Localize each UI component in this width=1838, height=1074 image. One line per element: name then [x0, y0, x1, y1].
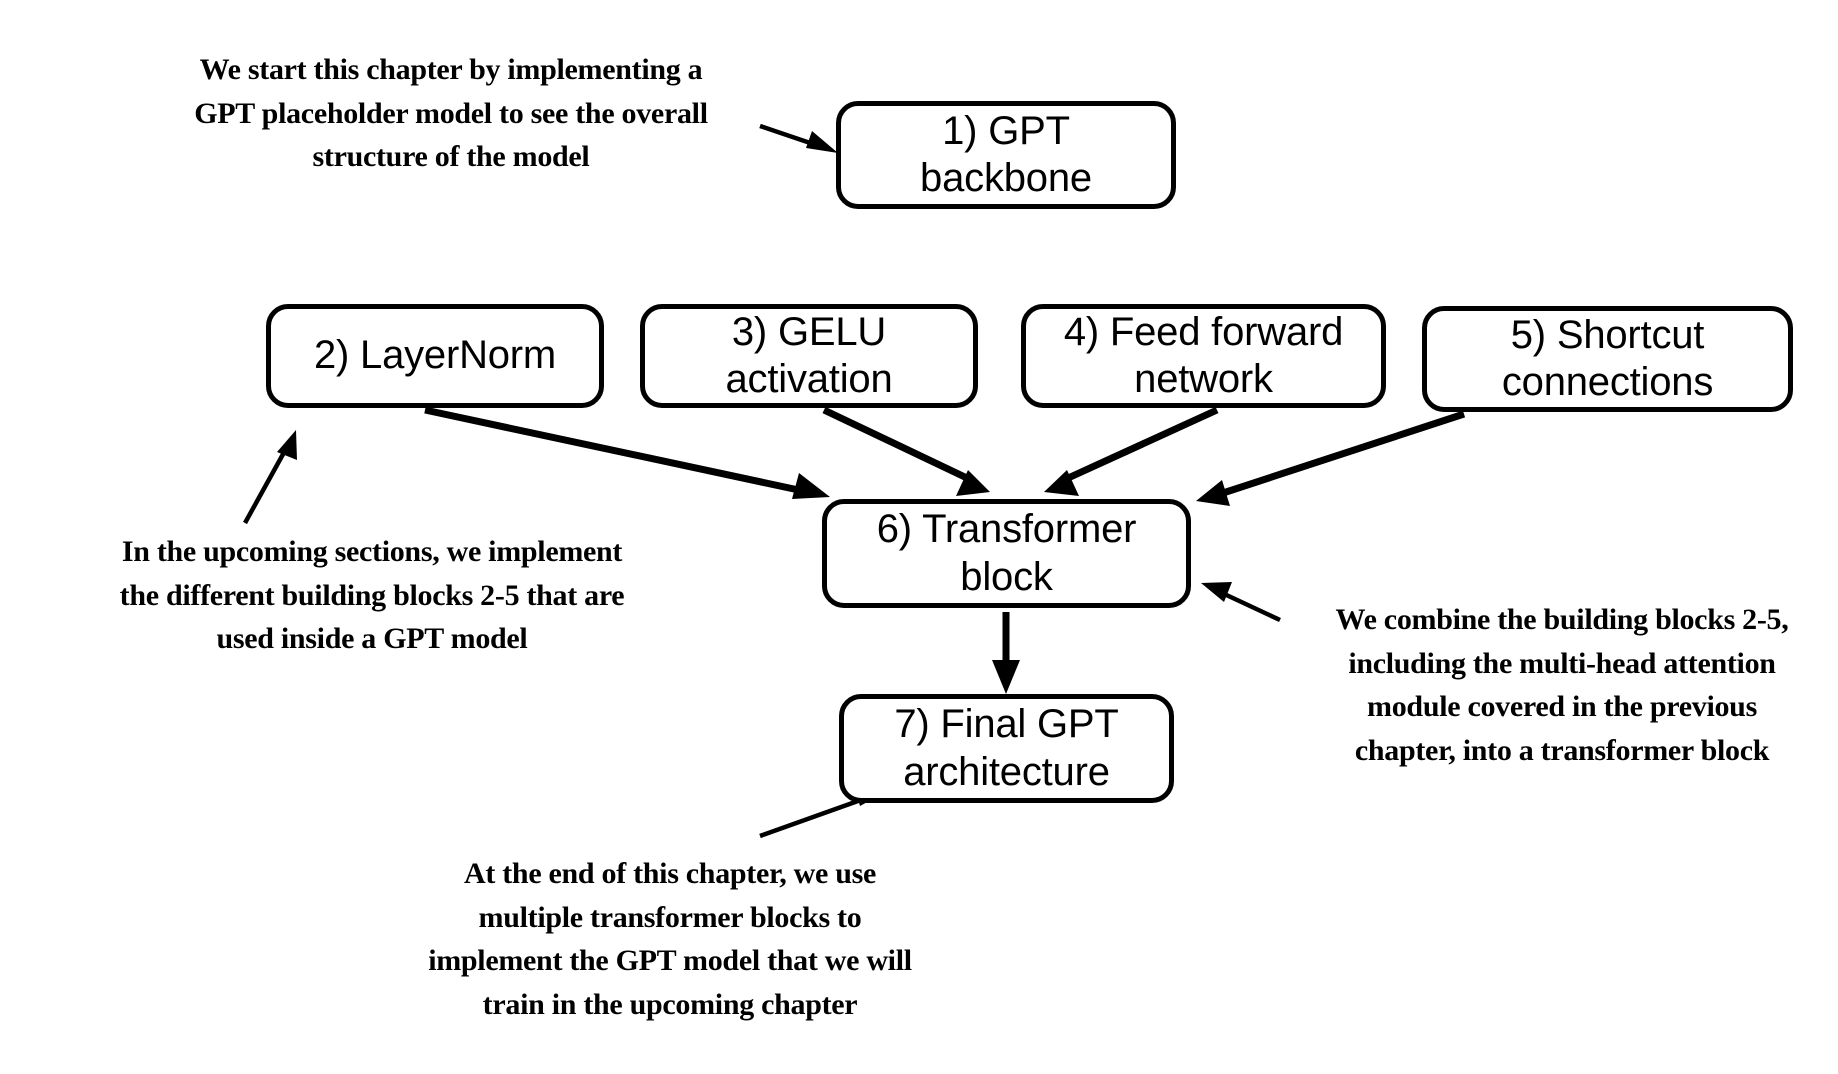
annotation-intro-line2: GPT placeholder model to see the overall [194, 96, 708, 130]
node-shortcut-line1: 5) Shortcut [1510, 312, 1705, 357]
annotation-combine-line3: module covered in the previous [1367, 690, 1757, 723]
node-transformer-line2: block [960, 554, 1053, 599]
annotation-end-line3: implement the GPT model that we will [428, 944, 912, 977]
annotation-combine-line1: We combine the building blocks 2-5, [1335, 603, 1789, 636]
arrow-transformer-to-final-gpt [992, 612, 1020, 694]
annotation-end-line4: train in the upcoming chapter [482, 987, 858, 1021]
node-gelu-activation[interactable]: 3) GELU activation [640, 304, 978, 408]
annotation-intro-line3: structure of the model [312, 140, 590, 173]
node-gpt-backbone-line2: backbone [920, 156, 1092, 200]
annotation-end-line1: At the end of this chapter, we use [463, 857, 876, 890]
node-feedforward-line1: 4) Feed forward [1063, 309, 1344, 354]
arrow-combine-note-to-transformer [1201, 582, 1281, 623]
node-layernorm[interactable]: 2) LayerNorm [266, 304, 604, 408]
node-shortcut-connections[interactable]: 5) Shortcut connections [1422, 306, 1793, 412]
arrow-layernorm-to-transformer [424, 406, 830, 499]
arrow-feedforward-to-transformer [1044, 406, 1219, 496]
node-shortcut-line2: connections [1501, 360, 1714, 404]
node-gpt-backbone[interactable]: 1) GPT backbone [836, 101, 1176, 209]
node-transformer-block[interactable]: 6) Transformer block [822, 499, 1191, 608]
arrow-blocks-note-to-layernorm [243, 430, 297, 525]
annotation-blocks-line2: the different building blocks 2-5 that a… [119, 578, 625, 612]
annotation-combine-line4: chapter, into a transformer block [1354, 733, 1770, 767]
annotation-intro: We start this chapter by implementing a … [146, 48, 756, 179]
annotation-combine-blocks: We combine the building blocks 2-5, incl… [1288, 598, 1836, 772]
annotation-combine-line2: including the multi-head attention [1348, 646, 1776, 680]
node-feed-forward-network[interactable]: 4) Feed forward network [1021, 304, 1386, 408]
annotation-building-blocks: In the upcoming sections, we implement t… [72, 530, 672, 661]
node-layernorm-line1: 2) LayerNorm [313, 333, 557, 378]
node-transformer-line1: 6) Transformer [876, 507, 1137, 552]
annotation-chapter-end: At the end of this chapter, we use multi… [380, 852, 960, 1026]
annotation-blocks-line3: used inside a GPT model [216, 622, 528, 655]
node-gelu-line1: 3) GELU [731, 309, 887, 354]
arrow-shortcut-to-transformer [1196, 410, 1466, 506]
node-feedforward-line2: network [1134, 357, 1273, 401]
node-gpt-backbone-line1: 1) GPT [942, 108, 1070, 153]
annotation-end-line2: multiple transformer blocks to [478, 900, 862, 934]
node-final-gpt-architecture[interactable]: 7) Final GPT architecture [839, 694, 1174, 803]
node-gelu-line2: activation [725, 357, 893, 401]
annotation-intro-line1: We start this chapter by implementing a [199, 53, 703, 86]
annotation-blocks-line1: In the upcoming sections, we implement [121, 535, 623, 568]
arrow-gelu-to-transformer [822, 406, 990, 496]
node-final-gpt-line2: architecture [903, 749, 1110, 794]
arrow-intro-to-gpt-backbone [759, 123, 838, 153]
node-final-gpt-line1: 7) Final GPT [894, 702, 1119, 747]
